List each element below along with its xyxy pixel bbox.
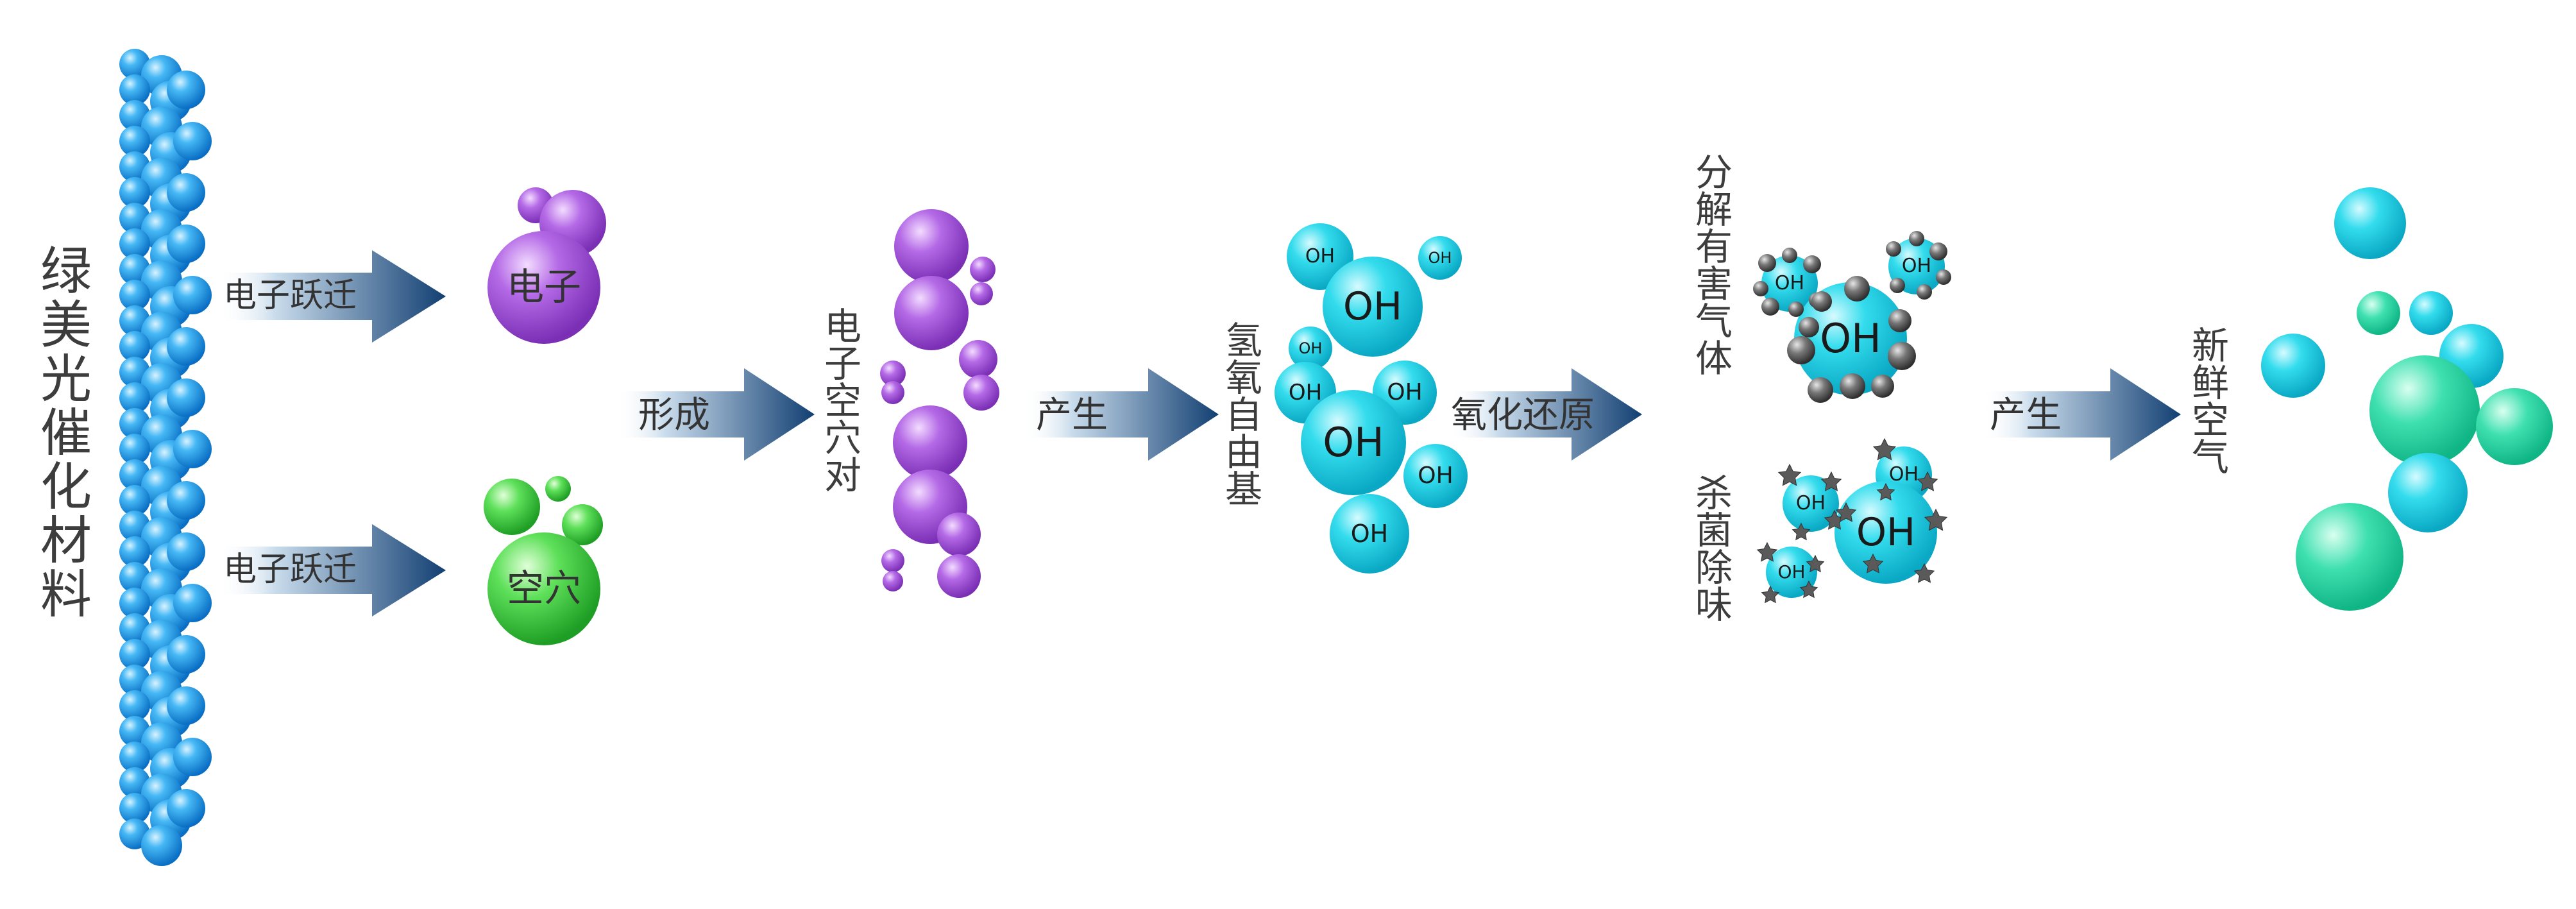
sterilize-cluster: [1756, 438, 1948, 604]
electron-transition-label-bottom: 电子跃迁: [223, 550, 357, 589]
arrow-electron-transition-top: [218, 250, 446, 343]
arrow-electron-transition-bottom: [218, 524, 446, 616]
oh-label: OH: [1856, 510, 1916, 555]
decompose-gas-label: 分解有害气体: [1689, 153, 1733, 376]
fresh-air-spheres: [2261, 187, 2553, 611]
electron-label: 电子: [506, 265, 581, 309]
hydroxyl-radical-label: 氢氧自由基: [1219, 321, 1262, 507]
decompose-gas-cluster: [1753, 231, 1951, 403]
redox-label: 氧化还原: [1451, 395, 1595, 436]
hydroxyl-radical-cluster: [1275, 223, 1468, 573]
oh-label: OH: [1774, 272, 1805, 294]
arrow-produce-1: [1023, 368, 1219, 461]
oh-label: OH: [1820, 315, 1881, 362]
oh-label: OH: [1298, 339, 1323, 357]
electron-sphere: [487, 187, 606, 344]
produce-label-2: 产生: [1990, 395, 2062, 436]
arrow-redox: [1450, 368, 1642, 461]
electron-transition-label-top: 电子跃迁: [223, 276, 357, 315]
oh-label: OH: [1777, 561, 1806, 582]
produce-label-1: 产生: [1036, 395, 1108, 436]
material-label: 绿美光催化材料: [32, 244, 92, 621]
fresh-air-label: 新鲜空气: [2185, 326, 2229, 475]
oh-label: OH: [1428, 249, 1452, 267]
oh-label: OH: [1418, 463, 1453, 489]
oh-label: OH: [1888, 463, 1919, 486]
hole-sphere: [484, 476, 603, 645]
arrow-form: [616, 368, 815, 461]
oh-label: OH: [1305, 245, 1335, 268]
oh-label: OH: [1387, 379, 1423, 405]
arrow-produce-2: [1982, 368, 2181, 461]
oh-label: OH: [1323, 419, 1384, 466]
catalyst-material-beads: [119, 49, 212, 866]
form-label: 形成: [638, 395, 710, 436]
oh-label: OH: [1795, 492, 1826, 514]
electron-hole-pair-label: 电子空穴对: [818, 307, 861, 493]
oh-label: OH: [1288, 380, 1323, 405]
electron-hole-pairs: [880, 209, 999, 598]
sterilize-label: 杀菌除味: [1689, 473, 1733, 622]
oh-label: OH: [1350, 520, 1389, 548]
oh-label: OH: [1901, 255, 1932, 277]
oh-label: OH: [1343, 284, 1403, 329]
hole-label: 空穴: [506, 566, 581, 610]
